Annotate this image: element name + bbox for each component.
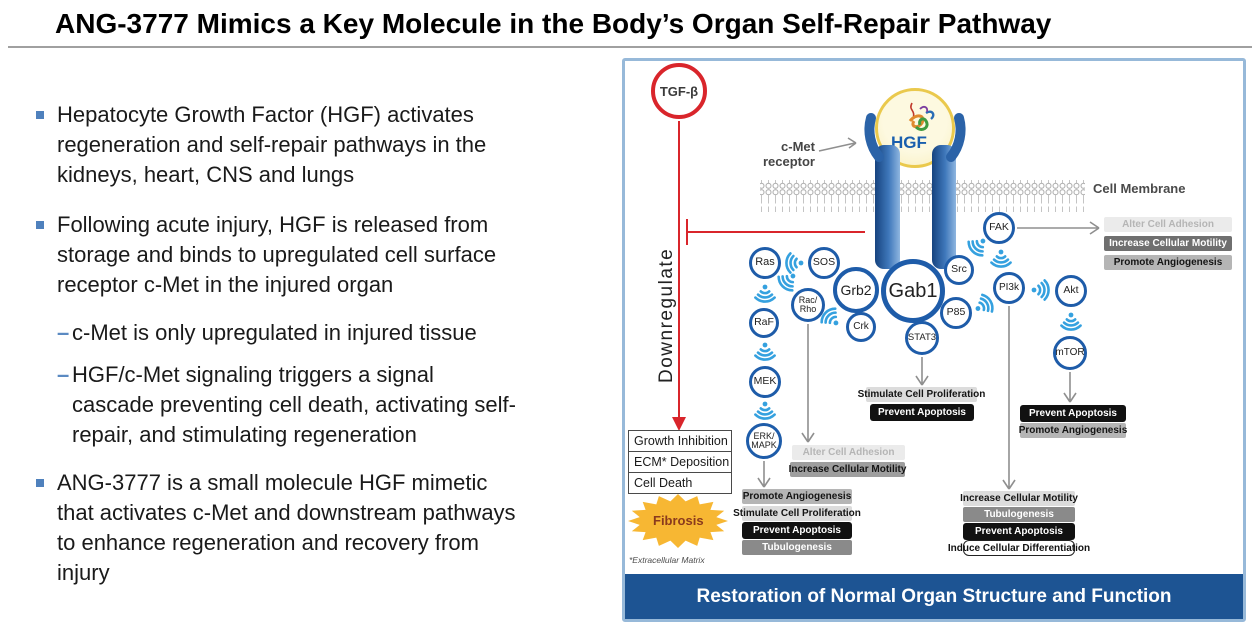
cell-membrane — [760, 180, 1085, 212]
banner-text: Restoration of Normal Organ Structure an… — [696, 585, 1172, 607]
square-bullet-icon — [36, 468, 57, 588]
node-crk: Crk — [846, 312, 876, 342]
hgf-label: HGF — [891, 133, 927, 152]
page-title: ANG-3777 Mimics a Key Molecule in the Bo… — [55, 8, 1052, 39]
fibrosis-label: Fibrosis — [653, 513, 704, 528]
node-erk-mapk: ERK/MAPK — [746, 423, 782, 459]
signal-icon — [975, 293, 994, 313]
bullet-text: Hepatocyte Growth Factor (HGF) activates… — [57, 102, 487, 187]
tgf-outcome-cell-death: Cell Death — [628, 472, 732, 494]
outcome-stimulate-cell-proliferation: Stimulate Cell Proliferation — [857, 387, 986, 402]
square-bullet-icon — [36, 100, 57, 190]
sub-bullet-upregulated: – c-Met is only upregulated in injured t… — [36, 318, 584, 348]
square-bullet-icon — [36, 210, 57, 300]
hgf-ligand: HGF — [875, 88, 955, 168]
node-akt: Akt — [1055, 275, 1087, 307]
outcome-increase-cellular-motility: Increase Cellular Motility — [788, 462, 907, 477]
signal-icon — [1031, 279, 1050, 301]
node-mek: MEK — [749, 366, 781, 398]
outcome-prevent-apoptosis: Prevent Apoptosis — [963, 523, 1075, 540]
sub-bullet-text: HGF/c-Met signaling triggers a signal ca… — [72, 362, 516, 447]
tgf-beta-label: TGF-β — [659, 83, 699, 99]
node-pi3k: PI3k — [993, 272, 1025, 304]
node-mtor: mTOR — [1053, 336, 1087, 370]
sub-bullet-text: c-Met is only upregulated in injured tis… — [72, 320, 477, 345]
outcome-increase-cellular-motility: Increase Cellular Motility — [1104, 236, 1232, 251]
tgf-outcome-ecm-deposition: ECM* Deposition — [628, 451, 732, 473]
bullet-text: Following acute injury, HGF is released … — [57, 212, 497, 297]
outcome-alter-cell-adhesion: Alter Cell Adhesion — [1104, 217, 1232, 232]
outcome-tubulogenesis: Tubulogenesis — [963, 507, 1075, 522]
footnote-extracellular-matrix: *Extracellular Matrix — [629, 555, 705, 565]
outcome-promote-angiogenesis: Promote Angiogenesis — [742, 489, 852, 504]
restoration-banner: Restoration of Normal Organ Structure an… — [625, 574, 1243, 619]
title-divider — [8, 46, 1252, 48]
outcome-prevent-apoptosis: Prevent Apoptosis — [870, 404, 974, 421]
downregulate-label: Downregulate — [656, 247, 677, 383]
outcome-increase-cellular-motility: Increase Cellular Motility — [960, 491, 1078, 506]
outcome-stimulate-cell-proliferation: Stimulate Cell Proliferation — [733, 506, 861, 521]
node-sos: SOS — [808, 247, 840, 279]
tgf-outcome-growth-inhibition: Growth Inhibition — [628, 430, 732, 452]
cmet-receptor-right-leg — [932, 145, 956, 269]
node-src: Src — [944, 255, 974, 285]
node-stat3: STAT3 — [905, 321, 939, 355]
node-gab1: Gab1 — [881, 259, 945, 323]
tgf-beta-node: TGF-β — [651, 63, 707, 119]
bullet-item-injury: Following acute injury, HGF is released … — [36, 210, 584, 300]
signal-icon — [1060, 312, 1082, 331]
sub-bullet-signaling: – HGF/c-Met signaling triggers a signal … — [36, 360, 584, 450]
cmet-receptor-label: c-Met receptor — [762, 139, 815, 169]
signal-icon — [990, 249, 1012, 268]
fibrosis-starburst-icon — [628, 494, 728, 548]
dash-bullet-icon: – — [57, 362, 70, 387]
outcome-promote-angiogenesis: Promote Angiogenesis — [1018, 423, 1128, 438]
outcome-tubulogenesis: Tubulogenesis — [742, 540, 852, 555]
bullet-item-ang3777: ANG-3777 is a small molecule HGF mimetic… — [36, 468, 584, 588]
node-ras: Ras — [749, 247, 781, 279]
red-arrowhead — [672, 417, 686, 431]
signal-icon — [820, 307, 839, 326]
outcome-prevent-apoptosis: Prevent Apoptosis — [1020, 405, 1126, 422]
signal-icon — [967, 238, 986, 257]
outcome-alter-cell-adhesion: Alter Cell Adhesion — [792, 445, 905, 460]
node-p85: P85 — [940, 297, 972, 329]
dash-bullet-icon: – — [57, 320, 70, 345]
bullet-text: ANG-3777 is a small molecule HGF mimetic… — [57, 470, 516, 585]
protein-ribbon-icon — [908, 102, 935, 131]
outcome-promote-angiogenesis: Promote Angiogenesis — [1104, 255, 1232, 270]
node-grb2: Grb2 — [833, 267, 879, 313]
node-raf: RaF — [749, 308, 779, 338]
bullet-item-hgf: Hepatocyte Growth Factor (HGF) activates… — [36, 100, 584, 190]
bullet-list: Hepatocyte Growth Factor (HGF) activates… — [36, 100, 584, 588]
signal-icon — [777, 273, 796, 292]
outcome-prevent-apoptosis: Prevent Apoptosis — [742, 522, 852, 539]
signal-icon — [785, 252, 804, 274]
signal-icon — [754, 284, 776, 303]
node-fak: FAK — [983, 212, 1015, 244]
signal-icon — [754, 342, 776, 361]
cell-membrane-label: Cell Membrane — [1093, 181, 1186, 196]
outcome-induce-cellular-differentiation: Induce Cellular Differentiation — [948, 540, 1090, 556]
pathway-diagram-panel: HGF — [622, 58, 1246, 622]
signal-icon — [754, 401, 776, 420]
node-rac-rho: Rac/Rho — [791, 288, 825, 322]
